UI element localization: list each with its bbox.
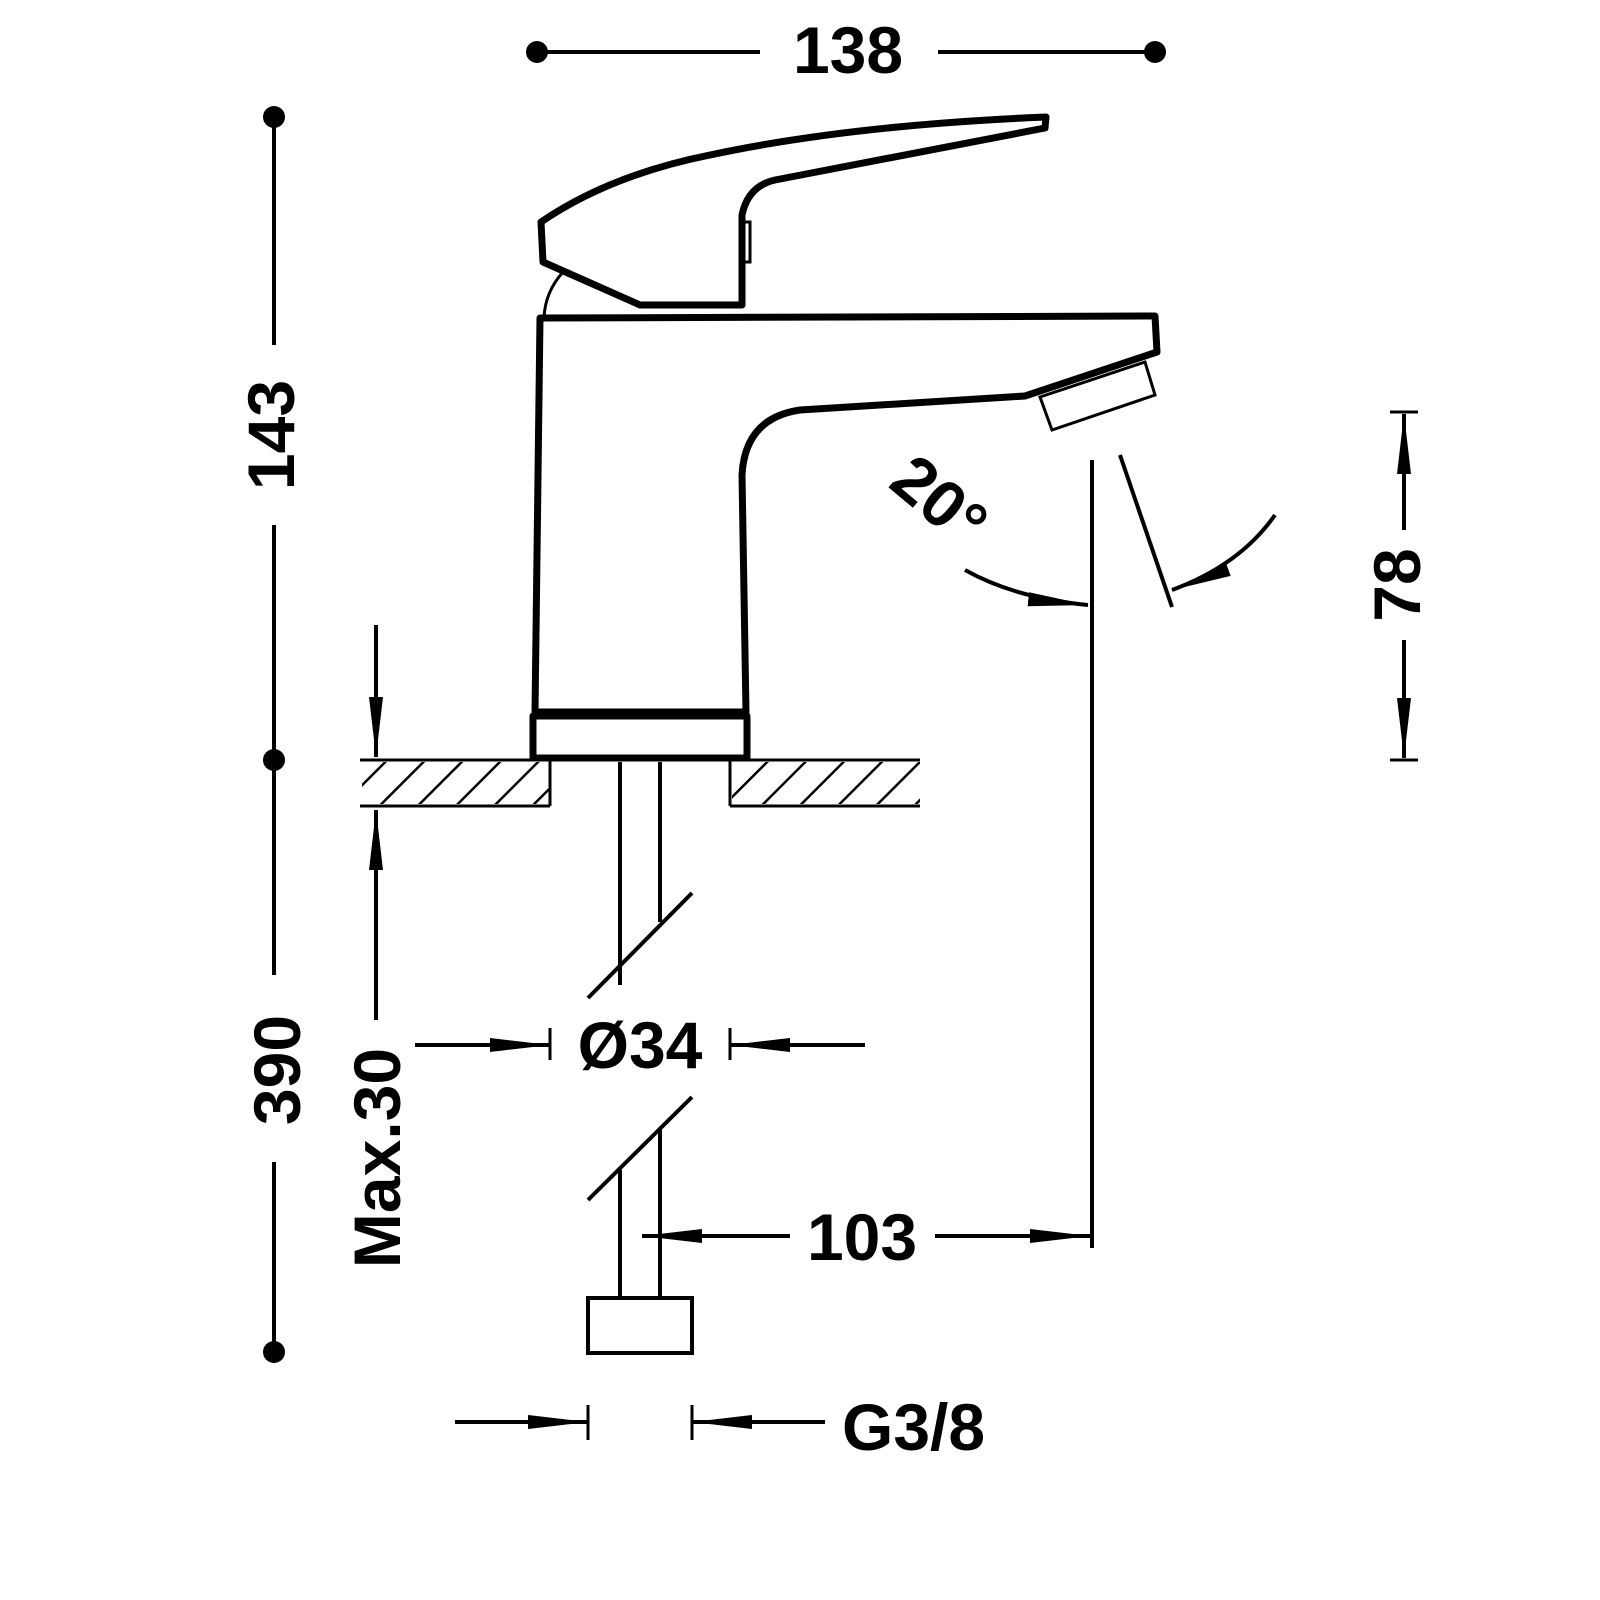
diameter-label: Ø34 xyxy=(578,1008,703,1082)
aerator xyxy=(1038,360,1157,432)
lever-handle xyxy=(537,113,1050,319)
height-dimensions: 143 390 xyxy=(234,106,314,1363)
diameter-dimension: Ø34 xyxy=(415,1008,865,1082)
total-height-label: 390 xyxy=(240,1015,314,1125)
reach-label: 103 xyxy=(807,1200,917,1274)
counter-thickness-dimension: Max.30 xyxy=(340,625,414,1268)
spout-height-dimension: 78 xyxy=(1360,410,1434,762)
thread-label: G3/8 xyxy=(842,1390,985,1464)
spout-height-label: 78 xyxy=(1360,548,1434,621)
supply-hoses xyxy=(586,762,694,1355)
max-thickness-label: Max.30 xyxy=(340,1048,414,1268)
faucet-body xyxy=(529,312,1161,762)
countertop-section xyxy=(360,758,920,808)
angle-dimension: 20° xyxy=(878,440,1277,608)
connector-nut xyxy=(586,1296,694,1355)
width-label: 138 xyxy=(793,13,903,87)
angle-label: 20° xyxy=(878,440,1002,561)
width-dimension: 138 xyxy=(526,13,1166,87)
handle-height-label: 143 xyxy=(234,380,308,490)
reach-dimension: 103 xyxy=(642,460,1094,1274)
thread-dimension: G3/8 xyxy=(455,1390,985,1464)
